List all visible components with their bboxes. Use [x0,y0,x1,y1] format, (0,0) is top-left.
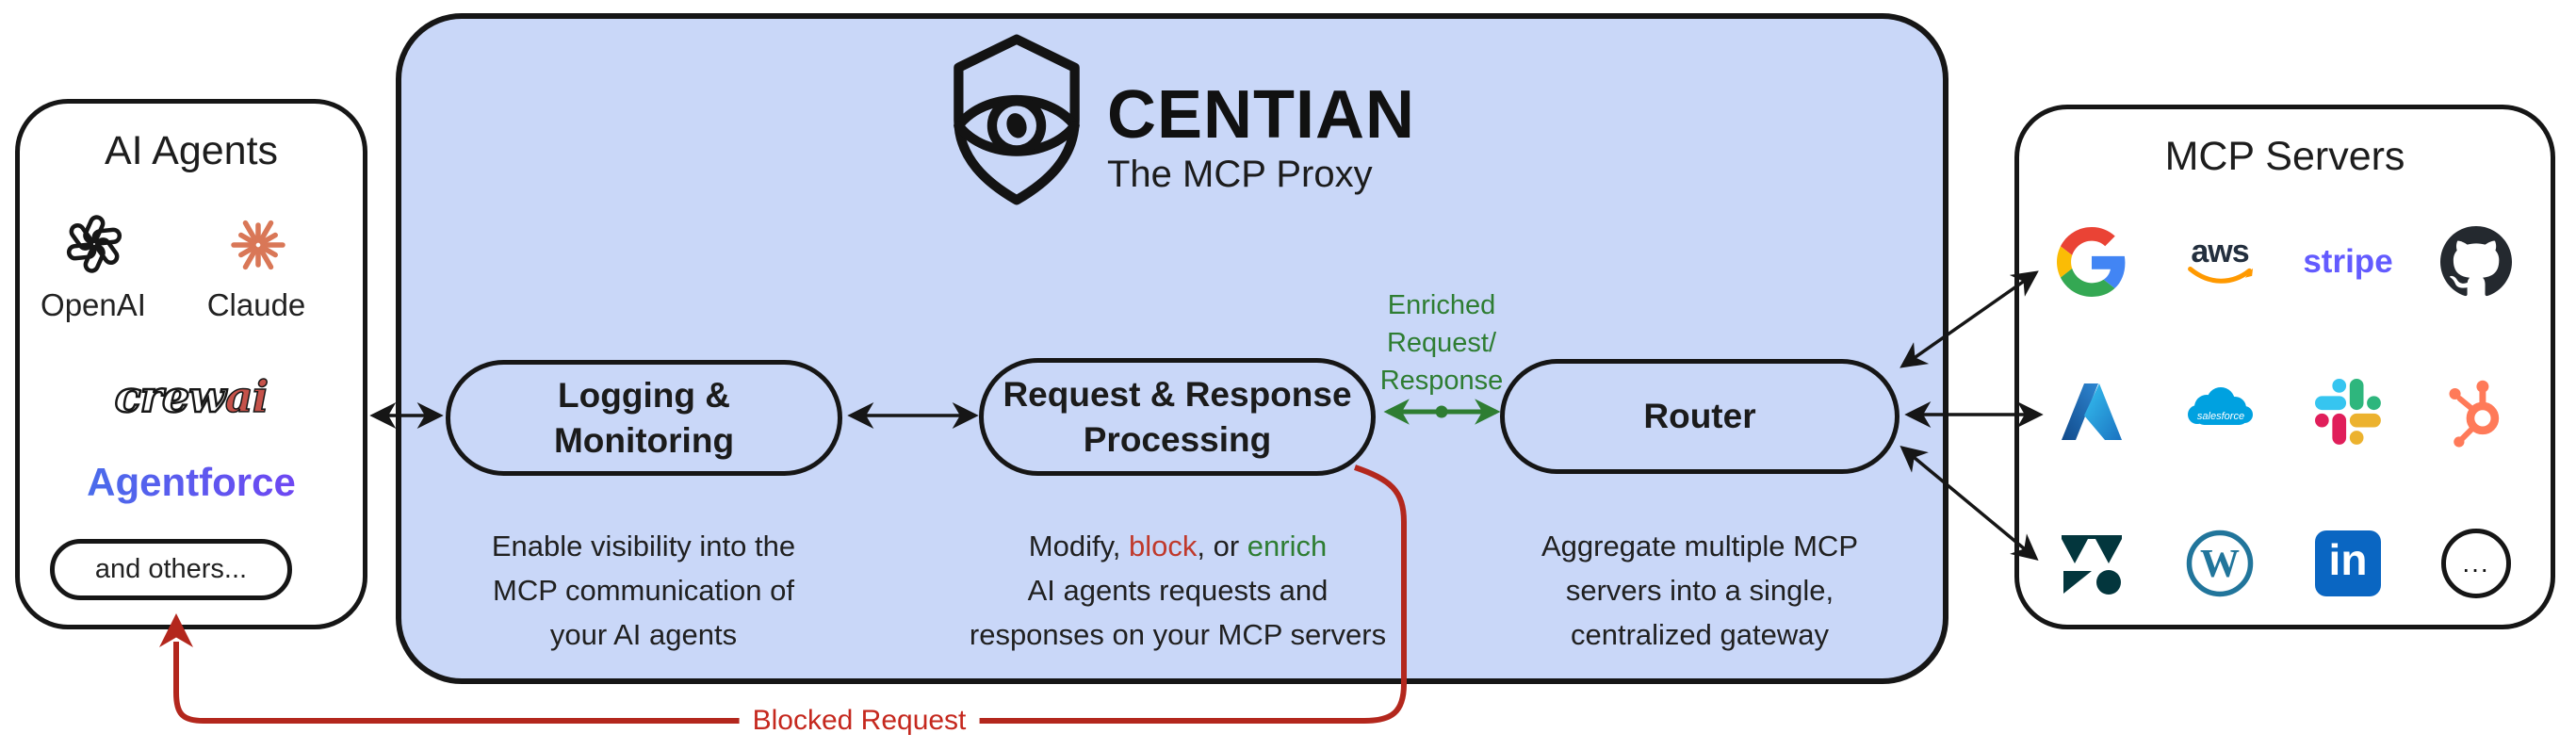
claude-logo [231,220,285,270]
openai-label: OpenAI [41,287,146,322]
azure-logo [2052,372,2131,451]
svg-text:salesforce: salesforce [2197,411,2244,422]
slack-logo [2308,372,2388,451]
and-others-label: and others... [94,554,248,584]
crewai-logo: crewai [20,370,363,424]
wordpress-logo: W [2180,524,2259,603]
openai-logo [66,215,122,273]
mcp-servers-panel: MCP Servers aws stripe [2014,105,2555,629]
crewai-word-ai: ai [224,370,269,423]
blocked-request-label: Blocked Request [739,705,980,737]
ai-agents-title: AI Agents [104,128,279,173]
enrich-word: enrich [1247,530,1328,562]
aws-logo: aws [2180,222,2259,302]
and-others-pill: and others... [50,539,292,600]
hubspot-logo [2437,372,2516,451]
more-servers-circle: ... [2437,524,2516,603]
agentforce-logo: Agentforce [20,460,363,505]
router-node: Router [1500,359,1899,474]
stripe-logo: stripe [2303,243,2393,280]
logging-title-line1: Logging & [558,375,730,415]
mcp-servers-title: MCP Servers [2164,134,2405,179]
svg-text:W: W [2200,543,2240,586]
centian-proxy-box: CENTIAN The MCP Proxy Logging & Monitori… [396,13,1948,684]
router-title: Router [1643,397,1756,435]
ai-agents-panel: AI Agents OpenAI Claude [15,99,367,629]
claude-label: Claude [206,287,306,322]
request-response-node: Request & Response Processing [979,358,1376,476]
processing-title-line1: Request & Response [1003,374,1352,414]
router-description: Aggregate multiple MCP servers into a si… [1541,530,1858,651]
logging-description: Enable visibility into the MCP communica… [491,530,796,651]
salesforce-logo: salesforce [2180,372,2259,451]
processing-title-line2: Processing [1083,419,1272,459]
brand-tagline: The MCP Proxy [1107,154,1373,195]
brand-name: CENTIAN [1107,77,1415,153]
zendesk-logo [2052,524,2131,603]
linkedin-logo: in [2308,524,2388,603]
google-logo [2052,222,2131,302]
block-word: block [1129,530,1198,562]
shield-eye-icon [954,34,1080,205]
brand-text: CENTIAN The MCP Proxy [1107,81,1415,196]
enriched-request-response-label: Enriched Request/ Response [1379,290,1504,396]
github-logo [2437,222,2516,302]
crewai-word-crew: crew [114,370,228,424]
processing-description: Modify, block, or enrich AI agents reque… [969,530,1387,651]
logging-title-line2: Monitoring [553,420,735,460]
logging-monitoring-node: Logging & Monitoring [446,360,842,476]
